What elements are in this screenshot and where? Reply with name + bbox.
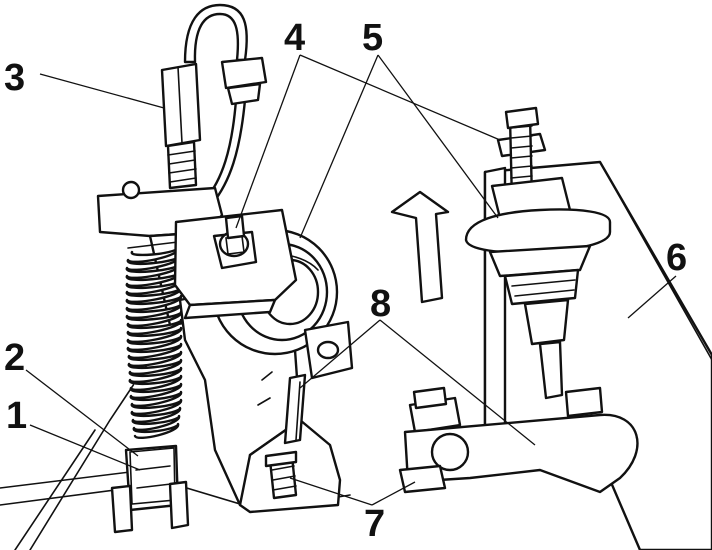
callout-3: 3 xyxy=(4,57,25,99)
leader-7a xyxy=(289,477,373,506)
leader-8a xyxy=(299,319,381,389)
adjusting-screw-7 xyxy=(264,450,298,500)
leader-5a xyxy=(299,54,379,239)
lever-arm-4 xyxy=(173,208,298,320)
callout-labels: 3 4 5 6 8 7 2 1 xyxy=(4,17,687,545)
return-spring-2 xyxy=(125,241,183,439)
callout-2: 2 xyxy=(4,337,25,379)
leader-3 xyxy=(39,73,165,109)
threaded-adjuster-3 xyxy=(160,62,202,190)
leader-4a xyxy=(235,54,301,229)
leader-7b xyxy=(371,481,416,506)
leader-6 xyxy=(627,275,677,319)
output-lever xyxy=(398,386,639,494)
leader-8b xyxy=(379,319,536,446)
callout-6: 6 xyxy=(666,237,687,279)
callout-8: 8 xyxy=(370,283,391,325)
leader-5b xyxy=(377,54,499,219)
vacuum-actuator-5 xyxy=(464,106,612,418)
leader-1 xyxy=(29,424,141,471)
leader-2 xyxy=(25,369,139,457)
leader-4b xyxy=(299,54,501,141)
leader-lines xyxy=(25,54,677,506)
plunger-bushing-1 xyxy=(110,444,190,534)
callout-5: 5 xyxy=(362,17,383,59)
callout-4: 4 xyxy=(284,17,305,59)
callout-1: 1 xyxy=(6,395,27,437)
link-rod-bracket xyxy=(283,320,354,445)
vacuum-tube xyxy=(183,3,268,206)
direction-arrow xyxy=(390,190,450,304)
callout-7: 7 xyxy=(364,503,385,545)
